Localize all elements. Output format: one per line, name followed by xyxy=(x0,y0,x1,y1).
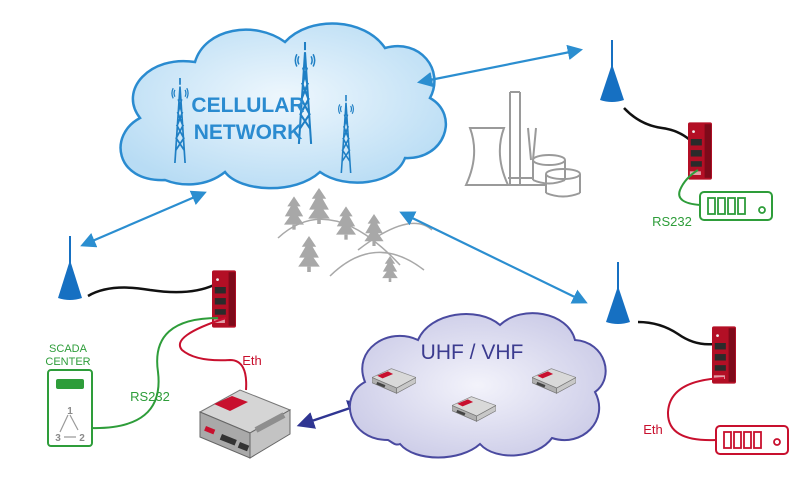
cellular-title-line2: NETWORK xyxy=(194,121,303,144)
rs232-label-left: RS232 xyxy=(130,389,170,404)
uhf-vhf-cloud: UHF / VHF xyxy=(348,312,607,459)
eth-label-right: Eth xyxy=(643,422,663,437)
uhf-vhf-title: UHF / VHF xyxy=(421,341,524,364)
power-plant-icon xyxy=(464,91,581,198)
cellular-network-cloud: CELLULAR NETWORK xyxy=(119,22,447,190)
eth-cable-left xyxy=(179,317,248,391)
cellular-title-line1: CELLULAR xyxy=(191,94,304,117)
serial-device-icon xyxy=(699,191,773,221)
rs232-cable-right xyxy=(678,169,701,206)
rs232-label-right: RS232 xyxy=(652,214,692,229)
eth-cable-right xyxy=(666,377,725,442)
rs232-cable-left xyxy=(89,317,219,430)
eth-label-left: Eth xyxy=(242,353,262,368)
scada-label-line1: SCADA xyxy=(49,343,88,355)
router-bottom-right xyxy=(712,326,736,384)
antenna-icon xyxy=(600,40,624,102)
scada-node-1: 1 xyxy=(67,406,73,417)
scada-center: SCADA CENTER 1 3 2 xyxy=(45,343,93,447)
router-top-right xyxy=(688,122,712,180)
radio-modem-large xyxy=(198,389,292,459)
antenna-icon xyxy=(606,262,630,324)
ethernet-device-icon xyxy=(715,425,789,455)
hills-with-trees-icon xyxy=(277,188,433,282)
cellular-links xyxy=(80,44,588,304)
scada-label-line2: CENTER xyxy=(45,356,90,368)
scada-node-3: 3 xyxy=(55,433,61,444)
antenna-icon xyxy=(58,236,82,300)
scada-node-2: 2 xyxy=(79,433,85,444)
antenna-cables xyxy=(87,107,715,346)
